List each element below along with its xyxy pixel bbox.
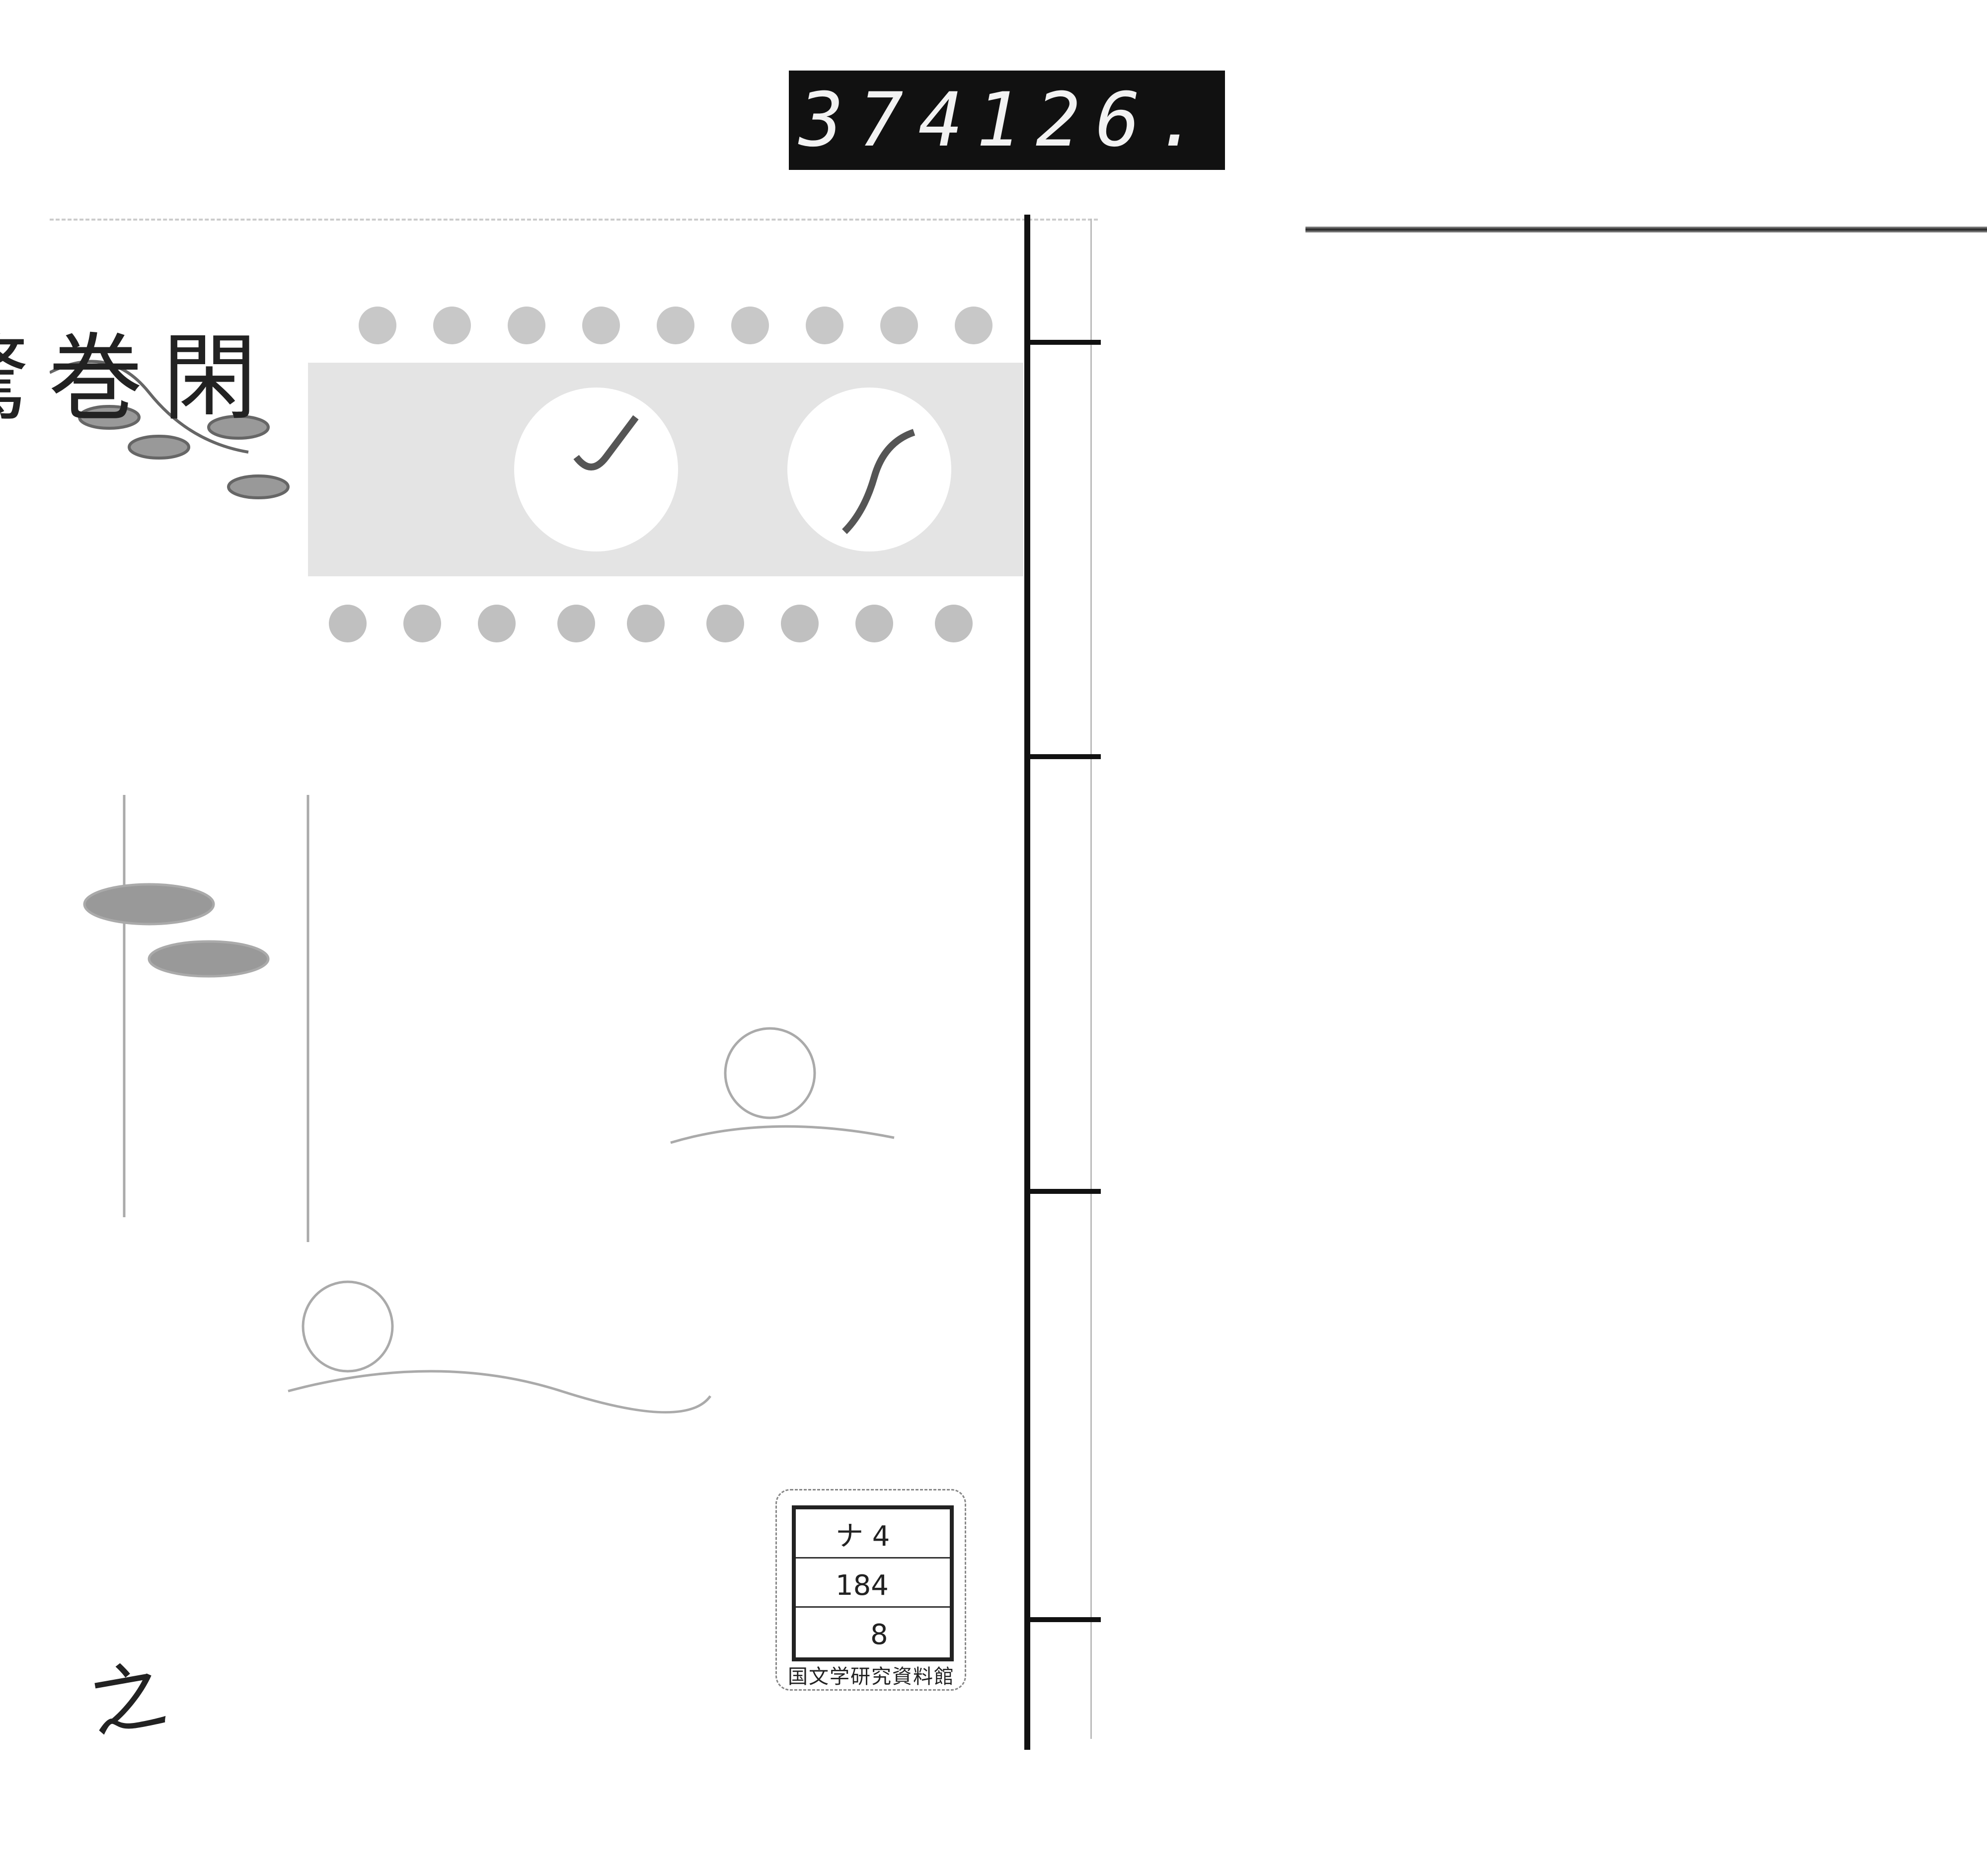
call-number-row-3: 8: [870, 1619, 888, 1651]
frame-counter: 374 126.: [789, 71, 1225, 170]
binding-stitch: [1026, 340, 1101, 345]
counter-left-number: 374: [799, 77, 978, 163]
title-char: 巻: [32, 328, 142, 426]
dot-row-top: [359, 307, 993, 344]
decorative-band: [50, 307, 1023, 642]
title-char: 閑: [147, 328, 256, 426]
vine-leaves: [50, 360, 290, 499]
cover-edge: [1090, 219, 1092, 1739]
decorative-flowers: [83, 795, 895, 1414]
binding-spine-line: [1024, 215, 1030, 1750]
institution-name: 国文学研究資料館: [788, 1665, 955, 1688]
facing-page-edge: [1305, 227, 1987, 233]
binding-stitch: [1026, 754, 1101, 759]
call-number-row-2: 184: [796, 1559, 950, 1608]
book-cover: [50, 219, 1098, 1751]
binding-stitch: [1026, 1617, 1101, 1622]
counter-right-number: 126.: [976, 77, 1215, 163]
binding-stitch: [1026, 1189, 1101, 1194]
library-call-number-label: ナ 4 184 8 国文学研究資料館: [775, 1489, 966, 1691]
call-number-row-1: ナ 4: [796, 1509, 950, 1559]
title-char: 驚: [0, 328, 28, 426]
dot-row-bottom: [329, 605, 973, 642]
call-number-box: ナ 4 184 8: [792, 1505, 954, 1661]
cover-title: 閑 巻 驚 奇 俠 客 傳 第 一 集 八: [0, 328, 258, 426]
medallion-right: [787, 388, 951, 551]
